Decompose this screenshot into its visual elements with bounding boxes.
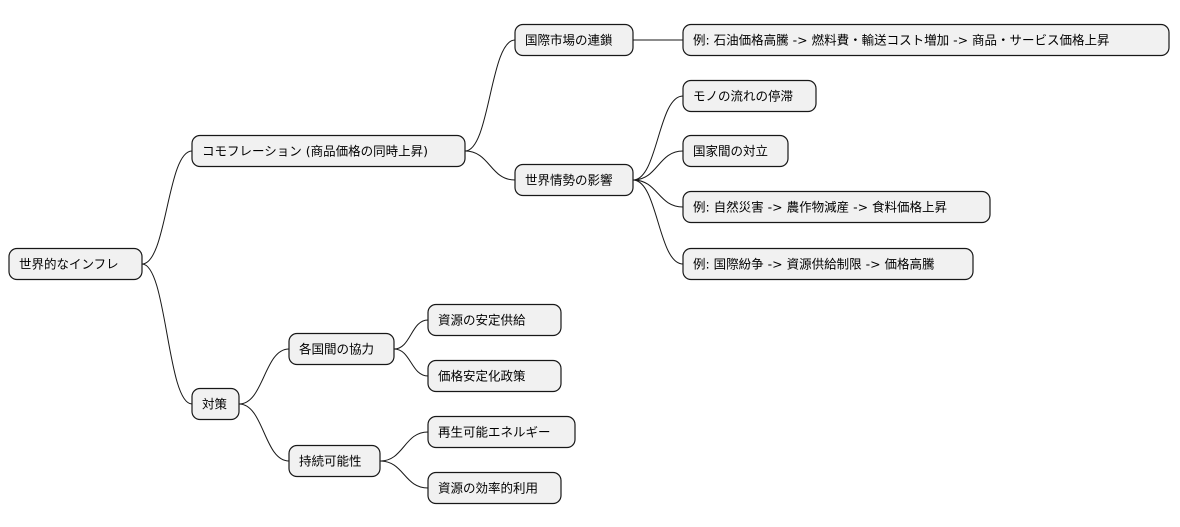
mindmap-node-intl-market: 国際市場の連鎖 bbox=[514, 23, 634, 57]
edge-measures-to-cooperation bbox=[238, 348, 290, 405]
mindmap-node-efficient-use: 資源の効率的利用 bbox=[427, 471, 562, 505]
node-label: 世界情勢の影響 bbox=[525, 173, 613, 188]
node-box bbox=[427, 415, 576, 449]
edge-sustainability-to-efficient-use bbox=[379, 460, 429, 489]
node-label: 各国間の協力 bbox=[299, 342, 374, 357]
mindmap-nodes: 世界的なインフレ コモフレーション (商品価格の同時上昇) 国際市場の連鎖 例: 石油… bbox=[8, 23, 1170, 505]
mindmap-node-stable-supply: 資源の安定供給 bbox=[427, 303, 562, 337]
mindmap-node-commodity: コモフレーション (商品価格の同時上昇) bbox=[191, 134, 466, 168]
edge-world-situation-to-ex-dispute bbox=[632, 179, 684, 265]
node-box bbox=[427, 303, 562, 337]
edge-measures-to-sustainability bbox=[238, 403, 290, 462]
node-label: 再生可能エネルギー bbox=[438, 425, 551, 440]
node-label: 例: 国際紛争 -> 資源供給制限 -> 価格高騰 bbox=[693, 257, 935, 272]
node-box bbox=[288, 444, 381, 478]
mindmap-edges bbox=[141, 39, 684, 489]
node-label: モノの流れの停滞 bbox=[693, 89, 793, 104]
mindmap-node-price-policy: 価格安定化政策 bbox=[427, 359, 562, 393]
node-box bbox=[191, 134, 466, 168]
node-label: 対策 bbox=[202, 397, 228, 412]
node-box bbox=[427, 471, 562, 505]
node-label: 資源の安定供給 bbox=[438, 313, 526, 328]
node-label: 国際市場の連鎖 bbox=[525, 33, 613, 48]
mindmap-node-ex-dispute: 例: 国際紛争 -> 資源供給制限 -> 価格高騰 bbox=[682, 247, 974, 281]
node-label: 資源の効率的利用 bbox=[438, 481, 538, 496]
mindmap-node-renewable: 再生可能エネルギー bbox=[427, 415, 576, 449]
edge-world-situation-to-goods-flow bbox=[632, 95, 684, 181]
node-box bbox=[191, 387, 240, 421]
node-label: コモフレーション (商品価格の同時上昇) bbox=[202, 144, 428, 159]
edge-cooperation-to-price-policy bbox=[393, 348, 429, 377]
mindmap-node-ex-disaster: 例: 自然災害 -> 農作物減産 -> 食料価格上昇 bbox=[682, 190, 991, 224]
node-box bbox=[514, 23, 634, 57]
edge-root-to-measures bbox=[141, 263, 193, 405]
node-box bbox=[288, 332, 395, 366]
node-box bbox=[682, 247, 974, 281]
edge-commodity-to-intl-market bbox=[464, 39, 516, 152]
mindmap-node-world-situation: 世界情勢の影響 bbox=[514, 163, 634, 197]
node-box bbox=[514, 163, 634, 197]
mindmap-node-conflict: 国家間の対立 bbox=[682, 134, 789, 168]
edge-root-to-commodity bbox=[141, 150, 193, 265]
node-box bbox=[682, 23, 1170, 57]
node-box bbox=[427, 359, 562, 393]
node-label: 価格安定化政策 bbox=[438, 369, 526, 384]
node-label: 持続可能性 bbox=[299, 454, 362, 469]
edge-world-situation-to-ex-disaster bbox=[632, 179, 684, 208]
node-box bbox=[682, 190, 991, 224]
edge-commodity-to-world-situation bbox=[464, 150, 516, 181]
node-label: 例: 自然災害 -> 農作物減産 -> 食料価格上昇 bbox=[693, 200, 947, 215]
edge-cooperation-to-stable-supply bbox=[393, 319, 429, 350]
node-box bbox=[682, 79, 817, 113]
node-label: 国家間の対立 bbox=[693, 144, 768, 159]
mindmap-node-cooperation: 各国間の協力 bbox=[288, 332, 395, 366]
mindmap-node-ex-oil: 例: 石油価格高騰 -> 燃料費・輸送コスト増加 -> 商品・サービス価格上昇 bbox=[682, 23, 1170, 57]
node-label: 例: 石油価格高騰 -> 燃料費・輸送コスト増加 -> 商品・サービス価格上昇 bbox=[693, 33, 1110, 48]
mindmap-node-root: 世界的なインフレ bbox=[8, 247, 143, 281]
mindmap-node-measures: 対策 bbox=[191, 387, 240, 421]
mindmap-node-sustainability: 持続可能性 bbox=[288, 444, 381, 478]
node-box bbox=[682, 134, 789, 168]
node-box bbox=[8, 247, 143, 281]
node-label: 世界的なインフレ bbox=[19, 257, 119, 272]
edge-sustainability-to-renewable bbox=[379, 431, 429, 462]
mindmap-node-goods-flow: モノの流れの停滞 bbox=[682, 79, 817, 113]
edge-world-situation-to-conflict bbox=[632, 150, 684, 181]
